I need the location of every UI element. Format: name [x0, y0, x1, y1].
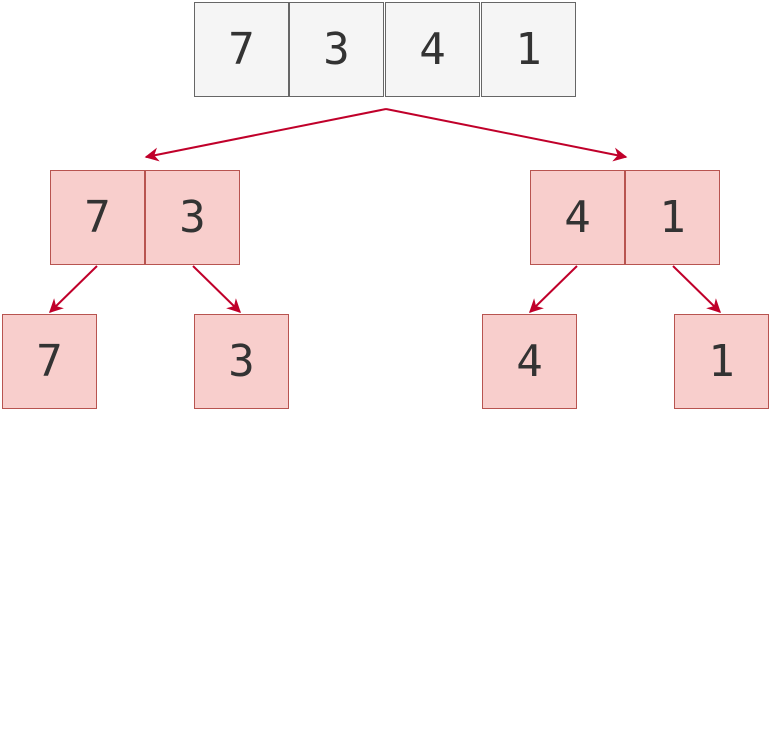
arrow-left-to-leaf-1 — [48, 265, 98, 313]
root-cell: 1 — [481, 2, 576, 97]
root-cell: 3 — [289, 2, 384, 97]
root-cell: 7 — [194, 2, 289, 97]
left-half-cell: 3 — [145, 170, 240, 265]
right-half-cell: 4 — [530, 170, 625, 265]
arrow-left-to-leaf-2 — [192, 265, 242, 313]
leaf-cell: 3 — [194, 314, 289, 409]
right-half-cell: 1 — [625, 170, 720, 265]
arrow-right-to-leaf-4 — [672, 265, 722, 313]
left-half-cell: 7 — [50, 170, 145, 265]
leaf-cell: 7 — [2, 314, 97, 409]
arrow-right-to-leaf-3 — [528, 265, 578, 313]
leaf-cell: 4 — [482, 314, 577, 409]
arrow-root-to-left — [144, 108, 387, 162]
root-cell: 4 — [385, 2, 480, 97]
arrow-root-to-right — [385, 108, 628, 162]
leaf-cell: 1 — [674, 314, 769, 409]
